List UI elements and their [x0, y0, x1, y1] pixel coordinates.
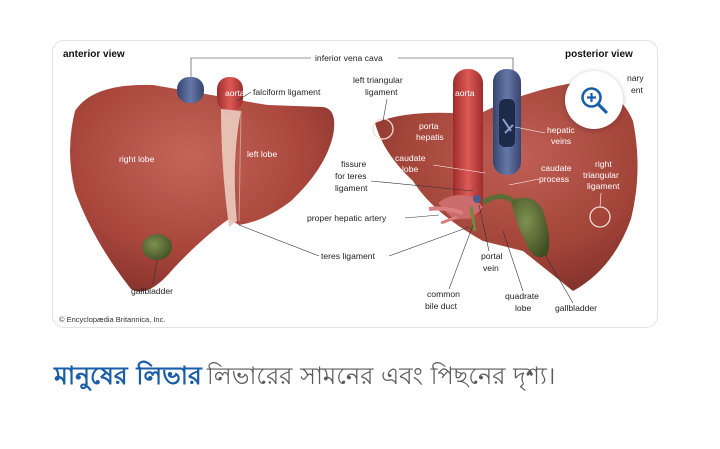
- aorta-anterior: [217, 77, 243, 111]
- quadrate-lobe-label: quadrate: [505, 291, 539, 301]
- caudate-process-label: caudate: [541, 163, 572, 173]
- image-card[interactable]: anterior view aorta falciform ligament r…: [52, 40, 658, 328]
- image-caption: মানুষের লিভার লিভারের সামনের এবং পিছনের …: [54, 358, 654, 397]
- aorta-posterior: [453, 69, 483, 219]
- gallbladder-posterior: [511, 197, 550, 258]
- hepatic-veins-label: hepatic: [547, 125, 575, 135]
- gallbladder-label-left: gallbladder: [131, 286, 173, 296]
- portal-vein-label-2: vein: [483, 263, 499, 273]
- zoom-in-icon: [581, 87, 608, 114]
- hepatic-veins-label-2: veins: [551, 136, 571, 146]
- caudate-lobe-label: caudate: [395, 153, 426, 163]
- gallbladder-anterior: [142, 234, 172, 260]
- caudate-process-label-2: process: [539, 174, 569, 184]
- right-triangular-label-2: triangular: [583, 170, 619, 180]
- aorta-label-right: aorta: [455, 88, 475, 98]
- caudate-lobe-label-2: lobe: [402, 164, 418, 174]
- aorta-label-left: aorta: [225, 88, 245, 98]
- gallbladder-label-right: gallbladder: [555, 303, 597, 313]
- hepatic-artery-label: proper hepatic artery: [307, 213, 387, 223]
- left-triangular-label: left triangular: [353, 75, 403, 85]
- ivc-label: inferior vena cava: [315, 53, 383, 63]
- caption-title[interactable]: মানুষের লিভার: [54, 361, 202, 390]
- left-triangular-label-2: ligament: [365, 87, 398, 97]
- posterior-view-label: posterior view: [565, 49, 633, 60]
- coronary-label: nary: [627, 73, 644, 83]
- liver-illustration: anterior view aorta falciform ligament r…: [59, 49, 644, 324]
- anterior-view-label: anterior view: [63, 49, 125, 60]
- bile-duct-label-2: bile duct: [425, 301, 458, 311]
- ivc-anterior: [177, 77, 204, 103]
- posterior-liver: [375, 83, 638, 291]
- falciform-ligament: [221, 109, 241, 227]
- porta-hepatis-label: porta: [419, 121, 439, 131]
- right-triangular-label: right: [595, 159, 612, 169]
- anterior-liver: [70, 84, 335, 292]
- portal-vein-label: portal: [481, 251, 503, 261]
- quadrate-lobe-label-2: lobe: [515, 303, 531, 313]
- fissure-label: fissure: [341, 159, 367, 169]
- zoom-button[interactable]: [565, 71, 623, 129]
- caption-text: লিভারের সামনের এবং পিছনের দৃশ্য।: [206, 362, 556, 390]
- porta-hepatis-label-2: hepatis: [416, 132, 444, 142]
- right-lobe-label: right lobe: [119, 154, 155, 164]
- coronary-label-2: ent: [631, 85, 644, 95]
- fissure-label-3: ligament: [335, 183, 368, 193]
- bile-duct-label: common: [427, 289, 460, 299]
- left-lobe-label: left lobe: [247, 149, 277, 159]
- falciform-label: falciform ligament: [253, 87, 321, 97]
- fissure-label-2: for teres: [335, 171, 367, 181]
- right-triangular-label-3: ligament: [587, 181, 620, 191]
- teres-ligament-label: teres ligament: [321, 251, 376, 261]
- credit-text: © Encyclopædia Britannica, Inc.: [59, 315, 165, 324]
